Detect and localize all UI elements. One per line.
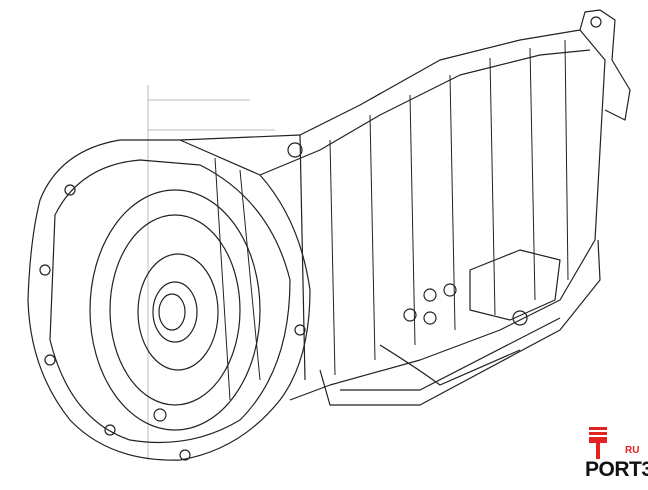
oil-pan <box>319 239 601 406</box>
main-case <box>179 29 606 401</box>
piston-icon <box>589 427 607 459</box>
port3-logo: RU PORT3 <box>585 425 648 485</box>
logo-text: PORT3 <box>585 458 648 481</box>
torque-converter <box>89 189 261 431</box>
bell-bolts <box>39 142 306 461</box>
valve-body <box>379 249 561 386</box>
bell-housing <box>27 139 311 461</box>
logo-suffix: RU <box>625 445 640 456</box>
tail-mount <box>579 9 631 121</box>
